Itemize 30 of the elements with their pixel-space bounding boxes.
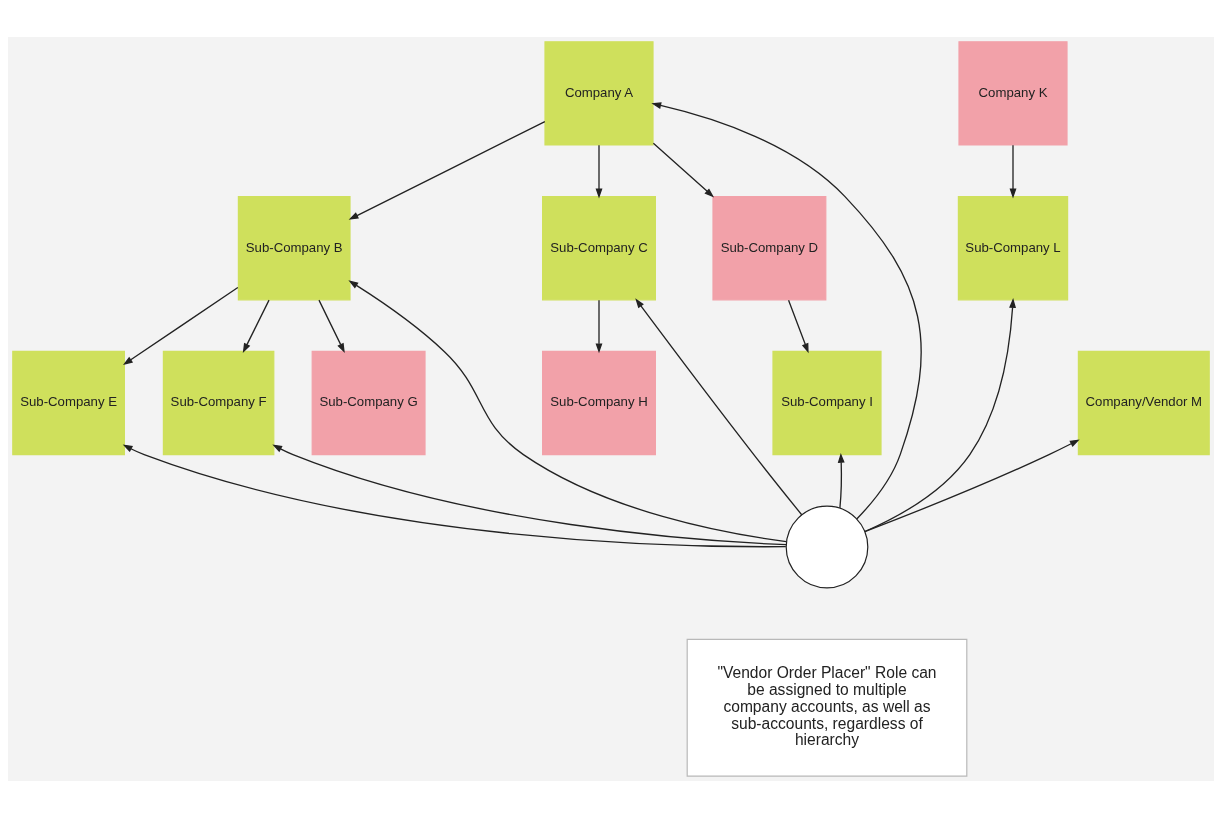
arrow xyxy=(122,443,787,547)
arrow xyxy=(864,438,1080,532)
arrow xyxy=(595,144,603,198)
arrow xyxy=(651,101,922,520)
node-box: Company/Vendor M xyxy=(1077,350,1210,455)
node-box: "Vendor Order Placer" Role can be assigned to multiple company accounts, as well as sub-accounts, regardless of hierarchy xyxy=(686,638,968,777)
arrow xyxy=(122,286,239,365)
arrow xyxy=(242,299,270,353)
arrow xyxy=(837,452,845,509)
arrow xyxy=(595,299,603,353)
node-box: Sub-Company D xyxy=(712,195,827,300)
node-box: Company K xyxy=(958,40,1068,146)
arrow xyxy=(318,299,345,353)
node-box: Sub-Company L xyxy=(957,195,1069,300)
arrow xyxy=(348,279,787,542)
arrow xyxy=(787,299,809,353)
arrow xyxy=(272,443,787,545)
arrow xyxy=(348,120,546,220)
arrow xyxy=(652,142,715,198)
arrow xyxy=(635,297,803,515)
node-box: Sub-Company C xyxy=(542,195,656,300)
node-box: Sub-Company G xyxy=(311,350,426,455)
node-box: Company A xyxy=(544,40,654,146)
node-box: Sub-Company H xyxy=(542,350,656,455)
arrow xyxy=(1009,144,1017,198)
node-box: Sub-Company F xyxy=(162,350,275,455)
node-box: Sub-Company I xyxy=(772,350,882,455)
node-person xyxy=(785,505,869,588)
node-box: Sub-Company E xyxy=(12,350,125,455)
node-box: Sub-Company B xyxy=(237,195,351,300)
